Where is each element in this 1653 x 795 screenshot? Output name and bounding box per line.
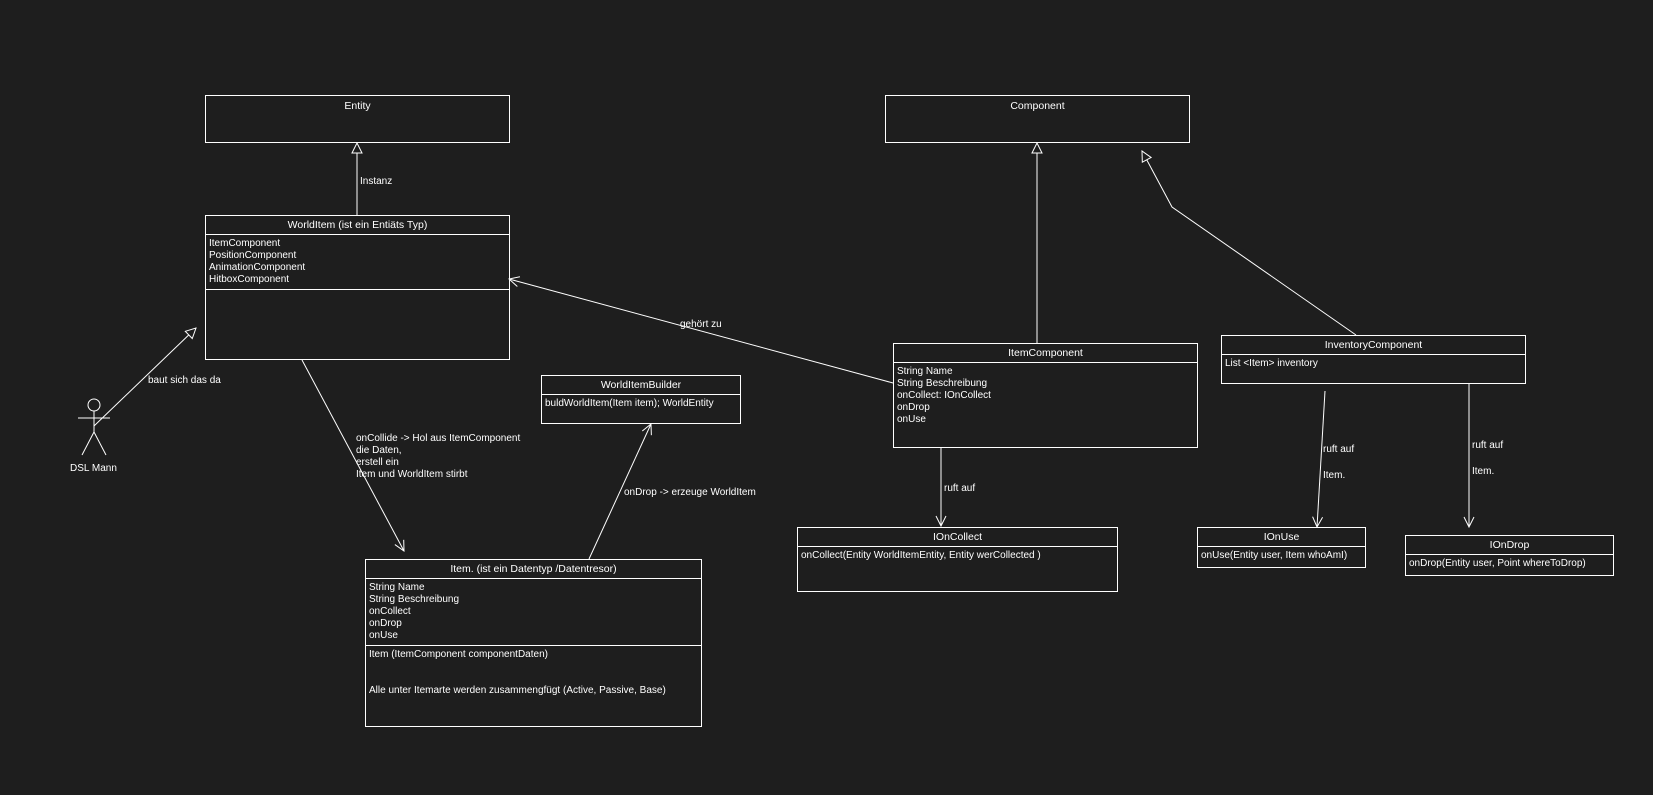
interface-ionCollect[interactable]: IOnCollect onCollect(Entity WorldItemEnt… xyxy=(797,527,1118,592)
class-worlditem-attributes: ItemComponent PositionComponent Animatio… xyxy=(206,234,509,289)
method: onDrop(Entity user, Point whereToDrop) xyxy=(1409,558,1586,569)
attribute: String Name xyxy=(897,366,953,377)
class-itemcomponent-title: ItemComponent xyxy=(1008,347,1083,359)
class-entity[interactable]: Entity xyxy=(205,95,510,143)
edge-label-ruft-auf-collect: ruft auf xyxy=(944,483,976,494)
edge-inventory-to-ionUse[interactable] xyxy=(1317,390,1326,527)
class-worlditembuilder[interactable]: WorldItemBuilder buldWorldItem(Item item… xyxy=(541,375,741,424)
class-component-title: Component xyxy=(1010,100,1065,112)
attribute: List <Item> inventory xyxy=(1225,358,1318,369)
edge-label-line: die Daten, xyxy=(356,445,402,456)
edge-label-line: erstell ein xyxy=(356,457,399,468)
attribute: onUse xyxy=(897,414,926,425)
method: Alle unter Itemarte werden zusammengfügt… xyxy=(369,685,666,696)
class-worlditem-methods xyxy=(206,289,509,366)
edge-label-line: Item. xyxy=(1323,470,1346,481)
attribute: String Name xyxy=(369,582,425,593)
class-inventorycomponent-title: InventoryComponent xyxy=(1324,339,1423,351)
class-itemcomponent[interactable]: ItemComponent String Name String Beschre… xyxy=(893,343,1198,448)
attribute: String Beschreibung xyxy=(897,378,988,389)
interface-ionUse[interactable]: IOnUse onUse(Entity user, Item whoAmI) xyxy=(1197,527,1366,568)
edge-label-line: onCollide -> Hol aus ItemComponent xyxy=(356,433,521,444)
edge-label-gehoert-zu: gehört zu xyxy=(680,319,722,330)
edge-label-line xyxy=(1472,452,1503,456)
class-item[interactable]: Item. (ist ein Datentyp /Datentresor) St… xyxy=(365,559,702,727)
edge-item-to-worlditembuilder[interactable] xyxy=(588,424,651,560)
edge-label-ruft-auf-use: ruft auf Item. xyxy=(1323,444,1354,482)
edge-label-line: ruft auf xyxy=(1323,444,1355,455)
edge-label-line xyxy=(1323,456,1354,460)
edge-label-instanz: Instanz xyxy=(360,176,393,187)
edge-worlditem-to-item[interactable] xyxy=(301,359,404,551)
attribute: AnimationComponent xyxy=(209,262,306,273)
interface-ionDrop[interactable]: IOnDrop onDrop(Entity user, Point whereT… xyxy=(1405,535,1614,576)
class-worlditembuilder-methods: buldWorldItem(Item item); WorldEntity xyxy=(542,394,740,413)
edge-itemcomponent-to-worlditem[interactable] xyxy=(509,279,894,384)
edge-label-on-collide: onCollide -> Hol aus ItemComponent die D… xyxy=(356,433,520,481)
method: Item (ItemComponent componentDaten) xyxy=(369,649,548,660)
class-component[interactable]: Component xyxy=(885,95,1190,143)
attribute: onDrop xyxy=(369,618,402,629)
attribute: HitboxComponent xyxy=(209,274,290,285)
edge-label-line: Item und WorldItem stirbt xyxy=(356,469,468,480)
class-item-title: Item. (ist ein Datentyp /Datentresor) xyxy=(450,563,617,575)
class-item-attributes: String Name String Beschreibung onCollec… xyxy=(366,578,701,645)
attribute: ItemComponent xyxy=(209,238,281,249)
edge-label-ruft-auf-drop: ruft auf Item. xyxy=(1472,440,1503,478)
interface-ionUse-methods: onUse(Entity user, Item whoAmI) xyxy=(1198,546,1365,565)
class-itemcomponent-attributes: String Name String Beschreibung onCollec… xyxy=(894,362,1197,429)
class-inventorycomponent-attributes: List <Item> inventory xyxy=(1222,354,1525,383)
actor-label: DSL Mann xyxy=(70,463,117,474)
attribute: onCollect xyxy=(369,606,411,617)
edge-actor-to-worlditem[interactable] xyxy=(93,328,196,427)
class-worlditembuilder-title: WorldItemBuilder xyxy=(600,379,682,391)
actor-stick-figure-icon[interactable] xyxy=(78,398,110,456)
class-worlditem-title: WorldItem (ist ein Entiäts Typ) xyxy=(287,219,428,231)
edge-label-on-drop: onDrop -> erzeuge WorldItem xyxy=(624,487,756,498)
method-spacer xyxy=(369,673,698,685)
interface-ionDrop-methods: onDrop(Entity user, Point whereToDrop) xyxy=(1406,554,1613,573)
interface-ionUse-title: IOnUse xyxy=(1263,531,1300,543)
class-item-methods: Item (ItemComponent componentDaten) Alle… xyxy=(366,645,701,700)
attribute: PositionComponent xyxy=(209,250,297,261)
method: onUse(Entity user, Item whoAmI) xyxy=(1201,550,1348,561)
attribute: onUse xyxy=(369,630,398,641)
edge-label-line: Item. xyxy=(1472,466,1495,477)
class-worlditem[interactable]: WorldItem (ist ein Entiäts Typ) ItemComp… xyxy=(205,215,510,360)
interface-ionCollect-methods: onCollect(Entity WorldItemEntity, Entity… xyxy=(798,546,1117,565)
edge-inventorycomponent-to-component[interactable] xyxy=(1142,151,1357,336)
interface-ionDrop-title: IOnDrop xyxy=(1489,539,1530,551)
attribute: onCollect: IOnCollect xyxy=(897,390,991,401)
class-entity-title: Entity xyxy=(344,100,371,112)
attribute: String Beschreibung xyxy=(369,594,460,605)
method: buldWorldItem(Item item); WorldEntity xyxy=(545,398,714,409)
method-spacer xyxy=(369,661,698,673)
interface-ionCollect-title: IOnCollect xyxy=(932,531,983,543)
edge-label-line: ruft auf xyxy=(1472,440,1504,451)
method: onCollect(Entity WorldItemEntity, Entity… xyxy=(801,550,1041,561)
edge-label-baut-sich: baut sich das da xyxy=(148,375,221,386)
class-inventorycomponent[interactable]: InventoryComponent List <Item> inventory xyxy=(1221,335,1526,384)
attribute: onDrop xyxy=(897,402,930,413)
